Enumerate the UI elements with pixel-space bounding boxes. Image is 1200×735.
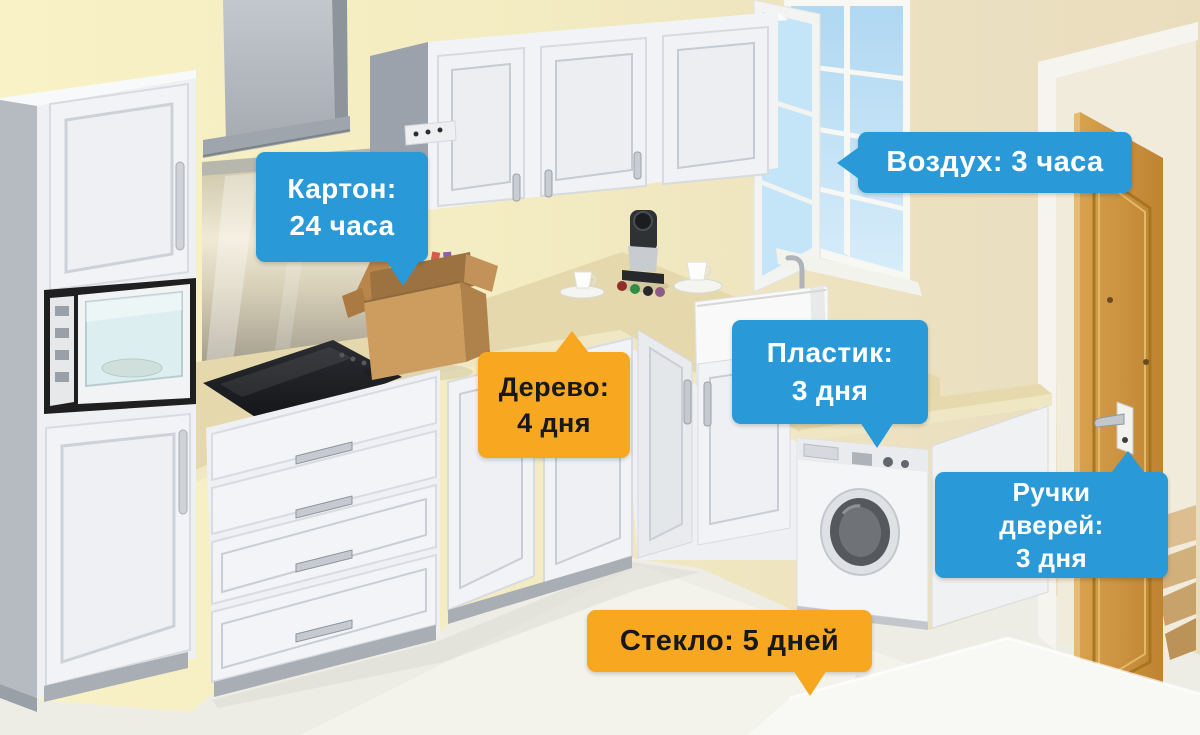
under-cabinet-light	[404, 120, 457, 146]
coffee-cup	[673, 261, 723, 294]
label-air: Воздух: 3 часа	[837, 132, 1132, 193]
window	[753, 0, 922, 296]
drawer	[211, 483, 437, 606]
coffee-capsule	[655, 287, 665, 297]
washer-knob	[883, 457, 893, 467]
pointer-down-icon	[793, 670, 827, 696]
cabinet-door	[49, 82, 189, 292]
cardboard-box	[342, 251, 498, 381]
drawer-unit	[206, 370, 440, 697]
label-cardboard: Картон: 24 часа	[256, 152, 428, 286]
microwave-button	[55, 306, 69, 316]
cabinet-handle	[683, 379, 692, 425]
cabinet-door	[45, 412, 191, 688]
cabinet-handle	[512, 173, 521, 202]
pointer-up-icon	[555, 331, 589, 353]
label-wood-text: Дерево: 4 дня	[498, 372, 610, 438]
drawer-handle	[295, 495, 353, 519]
pointer-left-icon	[837, 146, 859, 179]
cooker-hood	[202, 0, 351, 158]
cabinet-door	[540, 36, 647, 198]
coffee-capsule	[617, 281, 627, 291]
microwave-button	[55, 350, 69, 360]
label-plastic-text: Пластик: 3 дня	[766, 337, 894, 406]
coffee-machine	[617, 210, 669, 297]
upper-cabinets	[370, 12, 788, 220]
drawer	[211, 429, 437, 536]
drawer-handle	[295, 619, 353, 643]
cabinet-handle	[178, 429, 188, 515]
cabinet-door	[437, 46, 525, 208]
label-door-handles: Ручки дверей: 3 дня	[935, 451, 1168, 578]
drawer-handle	[295, 441, 353, 465]
cabinet-handle	[633, 151, 642, 180]
microwave-button	[55, 328, 69, 338]
door-handle	[1094, 401, 1134, 455]
pointer-down-icon	[860, 422, 894, 448]
cabinet-door	[662, 25, 769, 186]
drawer	[211, 375, 437, 482]
label-wood: Дерево: 4 дня	[478, 331, 630, 458]
microwave-button	[55, 372, 69, 382]
drawer-handle	[295, 549, 353, 573]
cabinet-handle	[175, 161, 185, 251]
cabinet-handle	[703, 381, 712, 427]
label-plastic: Пластик: 3 дня	[732, 320, 928, 448]
washer-knob	[901, 460, 909, 468]
label-glass: Стекло: 5 дней	[587, 610, 872, 696]
coffee-capsule	[643, 286, 653, 296]
foreground-table	[748, 636, 1200, 735]
microwave	[44, 278, 196, 414]
entrance-door	[1074, 112, 1163, 726]
coffee-cup	[559, 271, 605, 299]
label-air-text: Воздух: 3 часа	[886, 146, 1104, 178]
tall-cabinet	[0, 70, 196, 712]
detergent-drawer	[803, 443, 839, 461]
pointer-down-icon	[386, 260, 420, 286]
label-door-handles-text: Ручки дверей: 3 дня	[999, 476, 1104, 573]
label-glass-text: Стекло: 5 дней	[619, 624, 840, 657]
washer-display	[852, 452, 872, 466]
label-cardboard-text: Картон: 24 часа	[287, 173, 397, 241]
washer-door	[819, 488, 901, 576]
microwave-plate	[101, 358, 163, 378]
window-sill	[776, 248, 922, 296]
pointer-up-icon	[1111, 451, 1145, 473]
coffee-capsule	[630, 284, 640, 294]
cabinet-handle	[544, 169, 553, 198]
